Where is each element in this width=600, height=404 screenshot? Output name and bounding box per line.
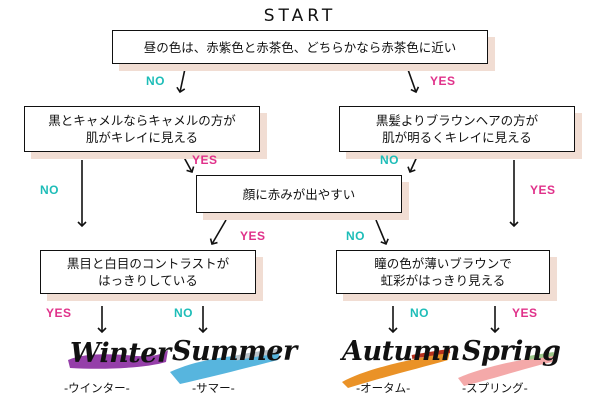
start-title: START (263, 6, 337, 26)
question-line: はっきりしている (98, 273, 198, 288)
label-q2-no: NO (40, 183, 59, 197)
winter-subtitle: -ウインター- (64, 381, 130, 395)
winter-result: Winter (70, 338, 171, 369)
question-eye-contrast: 黒目と白目のコントラストが はっきりしている (40, 250, 256, 294)
label-q6-yes: YES (512, 306, 538, 320)
question-line: 肌がキレイに見える (85, 130, 199, 145)
question-hair-color: 黒髪よりブラウンヘアの方が 肌が明るくキレイに見える (339, 106, 575, 152)
label-q3-yes: YES (530, 183, 556, 197)
question-text: 黒髪よりブラウンヘアの方が 肌が明るくキレイに見える (376, 112, 538, 146)
question-line: 肌が明るくキレイに見える (382, 130, 532, 145)
label-q1-yes: YES (430, 74, 456, 88)
question-line: 虹彩がはっきり見える (380, 273, 506, 288)
question-redness: 顔に赤みが出やすい (196, 175, 402, 213)
label-q5-no: NO (174, 306, 193, 320)
spring-subtitle: -スプリング- (462, 381, 528, 395)
question-line: 黒髪よりブラウンヘアの方が (375, 113, 539, 128)
question-text: 昼の色は、赤紫色と赤茶色、どちらかなら赤茶色に近い (143, 39, 457, 55)
autumn-subtitle: -オータム- (356, 381, 411, 395)
question-skin-color: 昼の色は、赤紫色と赤茶色、どちらかなら赤茶色に近い (112, 30, 488, 64)
arrow-q3-no (407, 149, 421, 174)
summer-subtitle: -サマー- (192, 381, 235, 395)
question-text: 顔に赤みが出やすい (242, 186, 356, 202)
arrow-q1-yes (405, 63, 420, 94)
summer-brush-stroke (170, 348, 281, 384)
arrow-q1-no (176, 63, 187, 94)
question-eye-color: 瞳の色が薄いブラウンで 虹彩がはっきり見える (336, 250, 550, 294)
label-q4-yes: YES (240, 229, 266, 243)
question-text: 黒とキャメルならキャメルの方が 肌がキレイに見える (48, 112, 236, 146)
autumn-brush-stroke (342, 349, 451, 388)
arrow-q4-yes (209, 219, 227, 245)
winter-brush-stroke (68, 350, 168, 369)
label-q1-no: NO (146, 74, 165, 88)
label-q2-yes: YES (192, 153, 218, 167)
label-q5-yes: YES (46, 306, 72, 320)
spring-result: Spring (462, 336, 561, 367)
question-text: 瞳の色が薄いブラウンで 虹彩がはっきり見える (374, 255, 512, 289)
question-text: 黒目と白目のコントラストが はっきりしている (67, 255, 229, 289)
question-black-vs-camel: 黒とキャメルならキャメルの方が 肌がキレイに見える (24, 106, 260, 152)
summer-result: Summer (172, 336, 297, 367)
spring-brush-stroke (458, 352, 555, 386)
arrow-q2-yes (179, 149, 195, 173)
arrow-q4-no (375, 219, 389, 246)
question-line: 黒とキャメルならキャメルの方が (48, 113, 236, 128)
label-q3-no: NO (380, 153, 399, 167)
question-line: 黒目と白目のコントラストが (66, 256, 230, 271)
autumn-result: Autumn (342, 336, 460, 367)
question-line: 瞳の色が薄いブラウンで (374, 256, 512, 271)
label-q4-no: NO (346, 229, 365, 243)
label-q6-no: NO (410, 306, 429, 320)
